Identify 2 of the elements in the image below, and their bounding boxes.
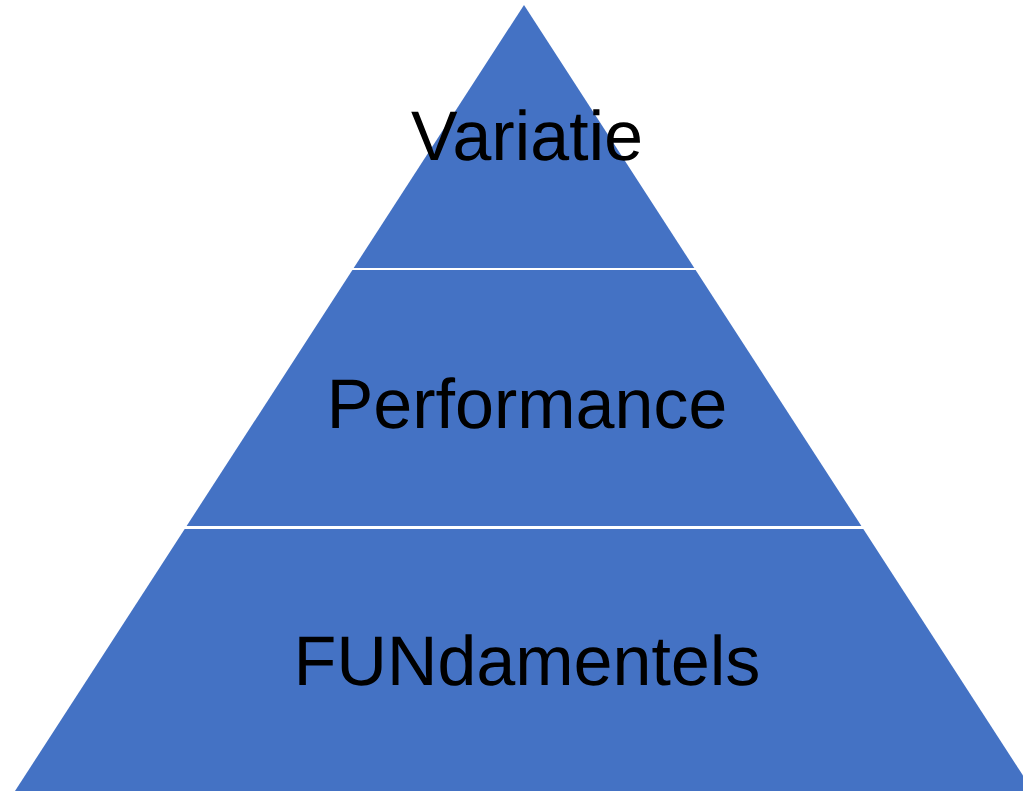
- pyramid-level: Performance: [186, 270, 862, 526]
- pyramid-level: FUNdamentels: [15, 529, 1023, 791]
